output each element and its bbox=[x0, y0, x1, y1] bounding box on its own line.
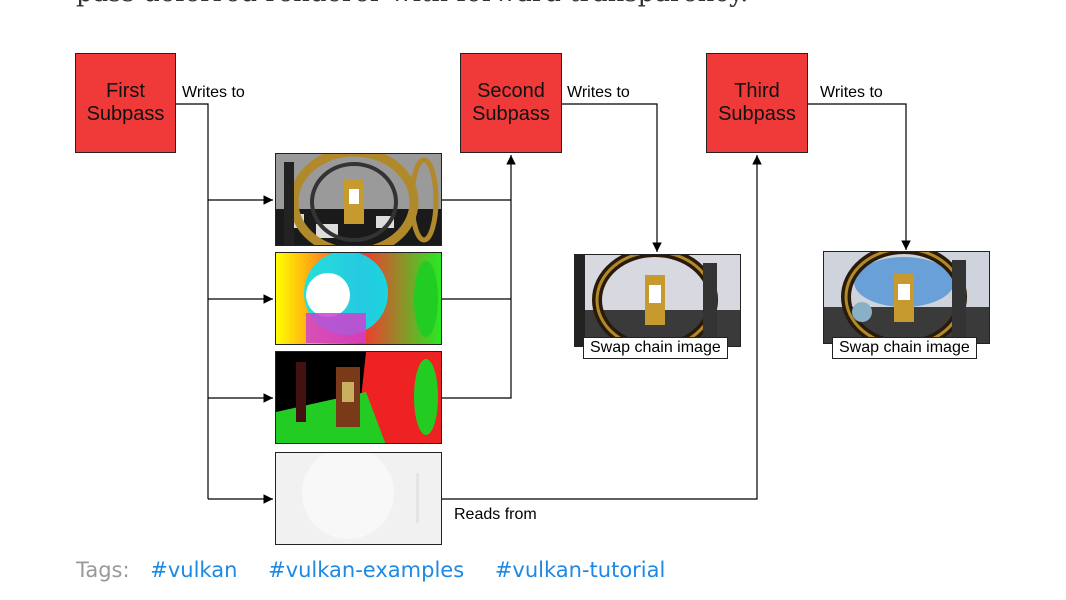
writes-to-label: Writes to bbox=[567, 84, 630, 101]
subpass-diagram: First Subpass Second Subpass Third Subpa… bbox=[75, 53, 990, 545]
swapchain-image-second bbox=[574, 254, 741, 347]
diagram-connectors bbox=[175, 103, 911, 504]
tags-row: Tags: #vulkan #vulkan-examples #vulkan-t… bbox=[76, 558, 689, 582]
writes-to-label: Writes to bbox=[820, 84, 883, 101]
tag-link-vulkan[interactable]: #vulkan bbox=[150, 558, 238, 582]
swapchain-image-third bbox=[823, 251, 990, 344]
attachment-4-to-third bbox=[442, 155, 762, 500]
tag-link-vulkan-tutorial[interactable]: #vulkan-tutorial bbox=[494, 558, 666, 582]
first-subpass-box: First Subpass bbox=[75, 53, 176, 153]
second-subpass-box: Second Subpass bbox=[460, 53, 562, 153]
attachment-depth-image bbox=[275, 452, 442, 545]
attachment-albedo-image bbox=[275, 351, 442, 444]
attachment-normal-image bbox=[275, 252, 442, 345]
first-subpass-wire bbox=[175, 103, 209, 499]
tags-label: Tags: bbox=[76, 558, 130, 582]
third-to-swapchain bbox=[807, 103, 911, 250]
reads-from-label: Reads from bbox=[454, 506, 537, 523]
intro-text: pass deferred renderer with forward tran… bbox=[76, 0, 748, 8]
third-subpass-box: Third Subpass bbox=[706, 53, 808, 153]
attachment-position-image bbox=[275, 153, 442, 246]
writes-to-label: Writes to bbox=[182, 84, 245, 101]
tag-link-vulkan-examples[interactable]: #vulkan-examples bbox=[268, 558, 465, 582]
swapchain-caption: Swap chain image bbox=[583, 337, 728, 359]
attachment-3-to-second bbox=[442, 155, 516, 399]
second-to-swapchain bbox=[561, 103, 662, 252]
swapchain-caption: Swap chain image bbox=[832, 337, 977, 359]
